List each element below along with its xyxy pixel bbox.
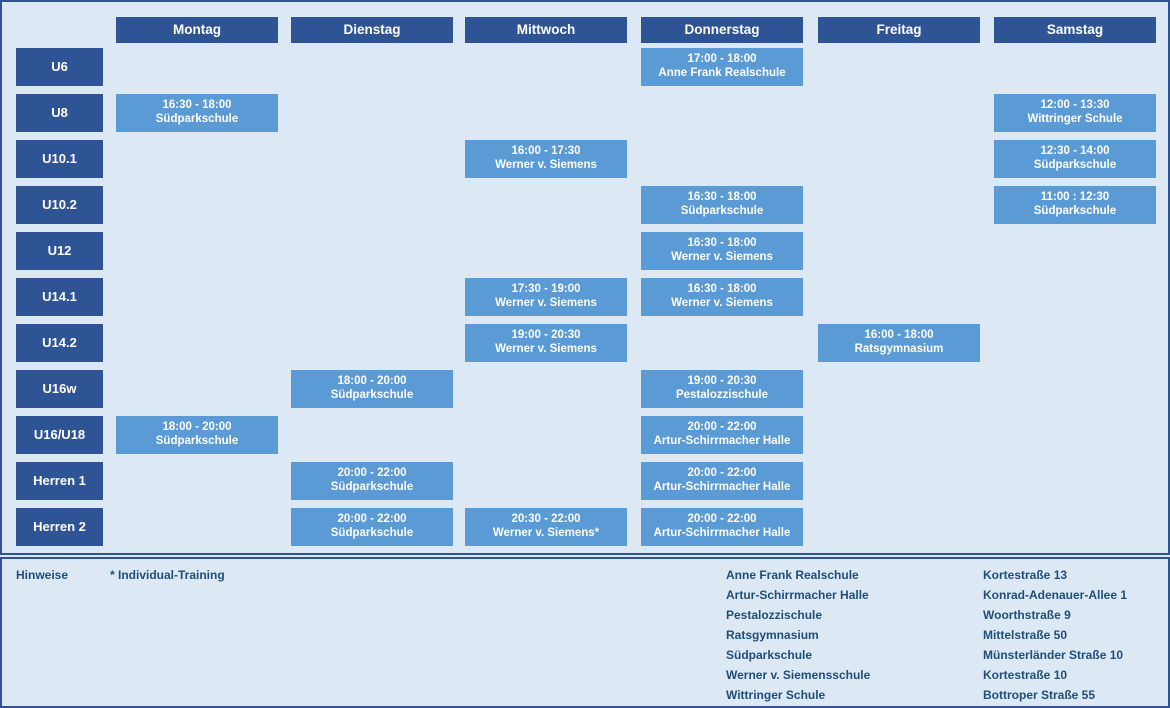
session-time: 16:30 - 18:00	[687, 191, 757, 204]
session-time: 11:00 : 12:30	[1040, 191, 1110, 204]
session-time: 20:00 - 22:00	[337, 467, 407, 480]
legend-venue-name: Anne Frank Realschule	[726, 568, 859, 582]
session-venue: Südparkschule	[330, 481, 414, 493]
session-time: 16:30 - 18:00	[162, 99, 232, 112]
session-time: 16:30 - 18:00	[687, 237, 757, 250]
session-venue: Südparkschule	[330, 527, 414, 539]
session-time: 16:00 - 17:30	[511, 145, 581, 158]
session-venue: Südparkschule	[155, 113, 239, 125]
session-venue: Ratsgymnasium	[854, 343, 944, 355]
hinweise-label: Hinweise	[16, 568, 69, 582]
session-time: 18:00 - 20:00	[337, 375, 407, 388]
day-header-donnerstag[interactable]: Donnerstag	[641, 17, 803, 43]
legend-venue-address: Münsterländer Straße 10	[983, 648, 1124, 662]
session-venue: Pestalozzischule	[675, 389, 769, 401]
group-label-u8[interactable]: U8	[16, 94, 103, 132]
legend-venue-name: Werner v. Siemensschule	[726, 668, 871, 682]
session-time: 17:30 - 19:00	[511, 283, 581, 296]
session-time: 17:00 - 18:00	[687, 53, 757, 66]
group-label-u10-2[interactable]: U10.2	[16, 186, 103, 224]
group-label-u14-1[interactable]: U14.1	[16, 278, 103, 316]
session-venue: Werner v. Siemens	[671, 251, 773, 263]
group-label-u10-1[interactable]: U10.1	[16, 140, 103, 178]
session-venue: Wittringer Schule	[1027, 113, 1123, 125]
session-venue: Südparkschule	[330, 389, 414, 401]
session-venue: Werner v. Siemens	[495, 297, 597, 309]
group-label-u16-u18[interactable]: U16/U18	[16, 416, 103, 454]
legend-venue-name: Wittringer Schule	[726, 688, 826, 702]
legend-venue-address: Konrad-Adenauer-Allee 1	[983, 588, 1128, 602]
session-time: 20:00 - 22:00	[687, 467, 757, 480]
session-venue: Werner v. Siemens*	[492, 527, 600, 539]
hinweise-note: * Individual-Training	[110, 568, 225, 582]
session-venue: Südparkschule	[680, 205, 764, 217]
group-label-u6[interactable]: U6	[16, 48, 103, 86]
legend-venue-address: Woorthstraße 9	[983, 608, 1071, 622]
session-time: 20:30 - 22:00	[511, 513, 581, 526]
legend-venue-address: Bottroper Straße 55	[983, 688, 1096, 702]
group-label-u16w[interactable]: U16w	[16, 370, 103, 408]
session-venue: Werner v. Siemens	[495, 343, 597, 355]
session-venue: Südparkschule	[155, 435, 239, 447]
session-venue: Artur-Schirrmacher Halle	[653, 527, 791, 539]
group-label-herren-2[interactable]: Herren 2	[16, 508, 103, 546]
legend-venue-address: Kortestraße 10	[983, 668, 1068, 682]
group-label-herren-1[interactable]: Herren 1	[16, 462, 103, 500]
session-venue: Artur-Schirrmacher Halle	[653, 481, 791, 493]
session-venue: Anne Frank Realschule	[658, 67, 786, 79]
legend-venue-name: Südparkschule	[726, 648, 813, 662]
day-header-montag[interactable]: Montag	[116, 17, 278, 43]
session-time: 12:30 - 14:00	[1040, 145, 1110, 158]
session-venue: Werner v. Siemens	[671, 297, 773, 309]
session-time: 12:00 - 13:30	[1040, 99, 1110, 112]
day-header-dienstag[interactable]: Dienstag	[291, 17, 453, 43]
group-label-u12[interactable]: U12	[16, 232, 103, 270]
legend-panel	[0, 557, 1170, 708]
session-time: 18:00 - 20:00	[162, 421, 232, 434]
session-venue: Werner v. Siemens	[495, 159, 597, 171]
group-label-u14-2[interactable]: U14.2	[16, 324, 103, 362]
session-venue: Südparkschule	[1033, 205, 1117, 217]
legend-venue-address: Mittelstraße 50	[983, 628, 1068, 642]
day-header-samstag[interactable]: Samstag	[994, 17, 1156, 43]
legend-venue-address: Kortestraße 13	[983, 568, 1068, 582]
session-time: 19:00 - 20:30	[687, 375, 757, 388]
session-venue: Artur-Schirrmacher Halle	[653, 435, 791, 447]
legend-venue-name: Pestalozzischule	[726, 608, 823, 622]
legend-venue-name: Ratsgymnasium	[726, 628, 819, 642]
session-time: 19:00 - 20:30	[511, 329, 581, 342]
session-time: 20:00 - 22:00	[687, 421, 757, 434]
day-header-mittwoch[interactable]: Mittwoch	[465, 17, 627, 43]
session-time: 16:30 - 18:00	[687, 283, 757, 296]
session-time: 20:00 - 22:00	[687, 513, 757, 526]
legend-venue-name: Artur-Schirrmacher Halle	[726, 588, 869, 602]
session-time: 20:00 - 22:00	[337, 513, 407, 526]
day-header-freitag[interactable]: Freitag	[818, 17, 980, 43]
session-venue: Südparkschule	[1033, 159, 1117, 171]
session-time: 16:00 - 18:00	[864, 329, 934, 342]
